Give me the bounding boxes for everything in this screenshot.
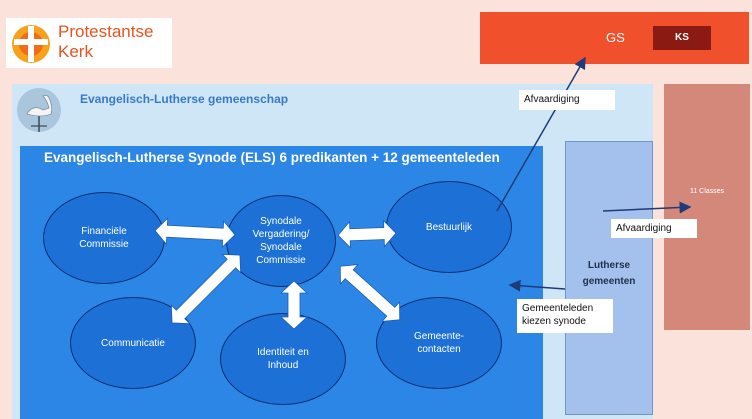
node-communicatie: Communicatie: [70, 297, 196, 389]
lutherse-gemeenten-line-2: gemeenten: [582, 276, 636, 287]
protestantse-kerk-logo: Protestantse Kerk: [6, 18, 172, 68]
callout-gemeenteleden-kiezen: Gemeenteleden kiezen synode: [517, 299, 613, 333]
callout-afvaardiging-right: Afvaardiging: [611, 219, 697, 238]
node-bestuurlijk: Bestuurlijk: [386, 181, 512, 273]
node-gemeentecontacten-line-2: contacten: [417, 344, 461, 355]
classes-label: 11 Classes: [689, 188, 725, 195]
node-financiele-line-1: Financiële: [81, 226, 127, 237]
node-gemeentecontacten-line-1: Gemeente-: [413, 331, 465, 342]
classes-box: [664, 84, 750, 330]
ks-box: KS: [653, 26, 711, 50]
node-synodale-line-2: Vergadering/: [252, 229, 310, 240]
callout-gemeenteleden-line-1: Gemeenteleden: [522, 303, 594, 314]
gs-label: GS: [606, 30, 625, 45]
node-synodale-line-1: Synodale: [260, 216, 302, 227]
node-identiteit-en-inhoud: Identiteit en Inhoud: [220, 313, 346, 405]
logo-text-line-2: Kerk: [58, 42, 93, 61]
node-financiele-line-2: Commissie: [79, 239, 129, 250]
lutherse-gemeenten-label: Lutherse gemeenten: [565, 258, 653, 290]
node-synodale-line-3: Synodale: [260, 242, 302, 253]
node-synodale-line-4: Commissie: [256, 255, 306, 266]
logo-text-line-1: Protestantse: [58, 22, 154, 41]
swan-weathervane-icon: [17, 88, 61, 132]
node-bestuurlijk-label: Bestuurlijk: [425, 221, 473, 233]
lutherse-gemeenten-line-1: Lutherse: [587, 260, 631, 271]
node-identiteit-line-2: Inhoud: [267, 360, 299, 371]
node-identiteit-line-1: Identiteit en: [257, 347, 309, 358]
callout-afvaardiging-top: Afvaardiging: [519, 90, 615, 110]
node-gemeentecontacten: Gemeente-contacten: [376, 297, 502, 389]
lutherse-gemeenschap-title: Evangelisch-Lutherse gemeenschap: [80, 92, 289, 106]
lutherse-synode-title: Evangelisch-Lutherse Synode (ELS) 6 pred…: [44, 150, 500, 165]
protestantse-kerk-cross-logo-icon: [12, 25, 50, 63]
callout-gemeenteleden-line-2: kiezen synode: [522, 316, 586, 327]
node-communicatie-label: Communicatie: [101, 337, 165, 349]
